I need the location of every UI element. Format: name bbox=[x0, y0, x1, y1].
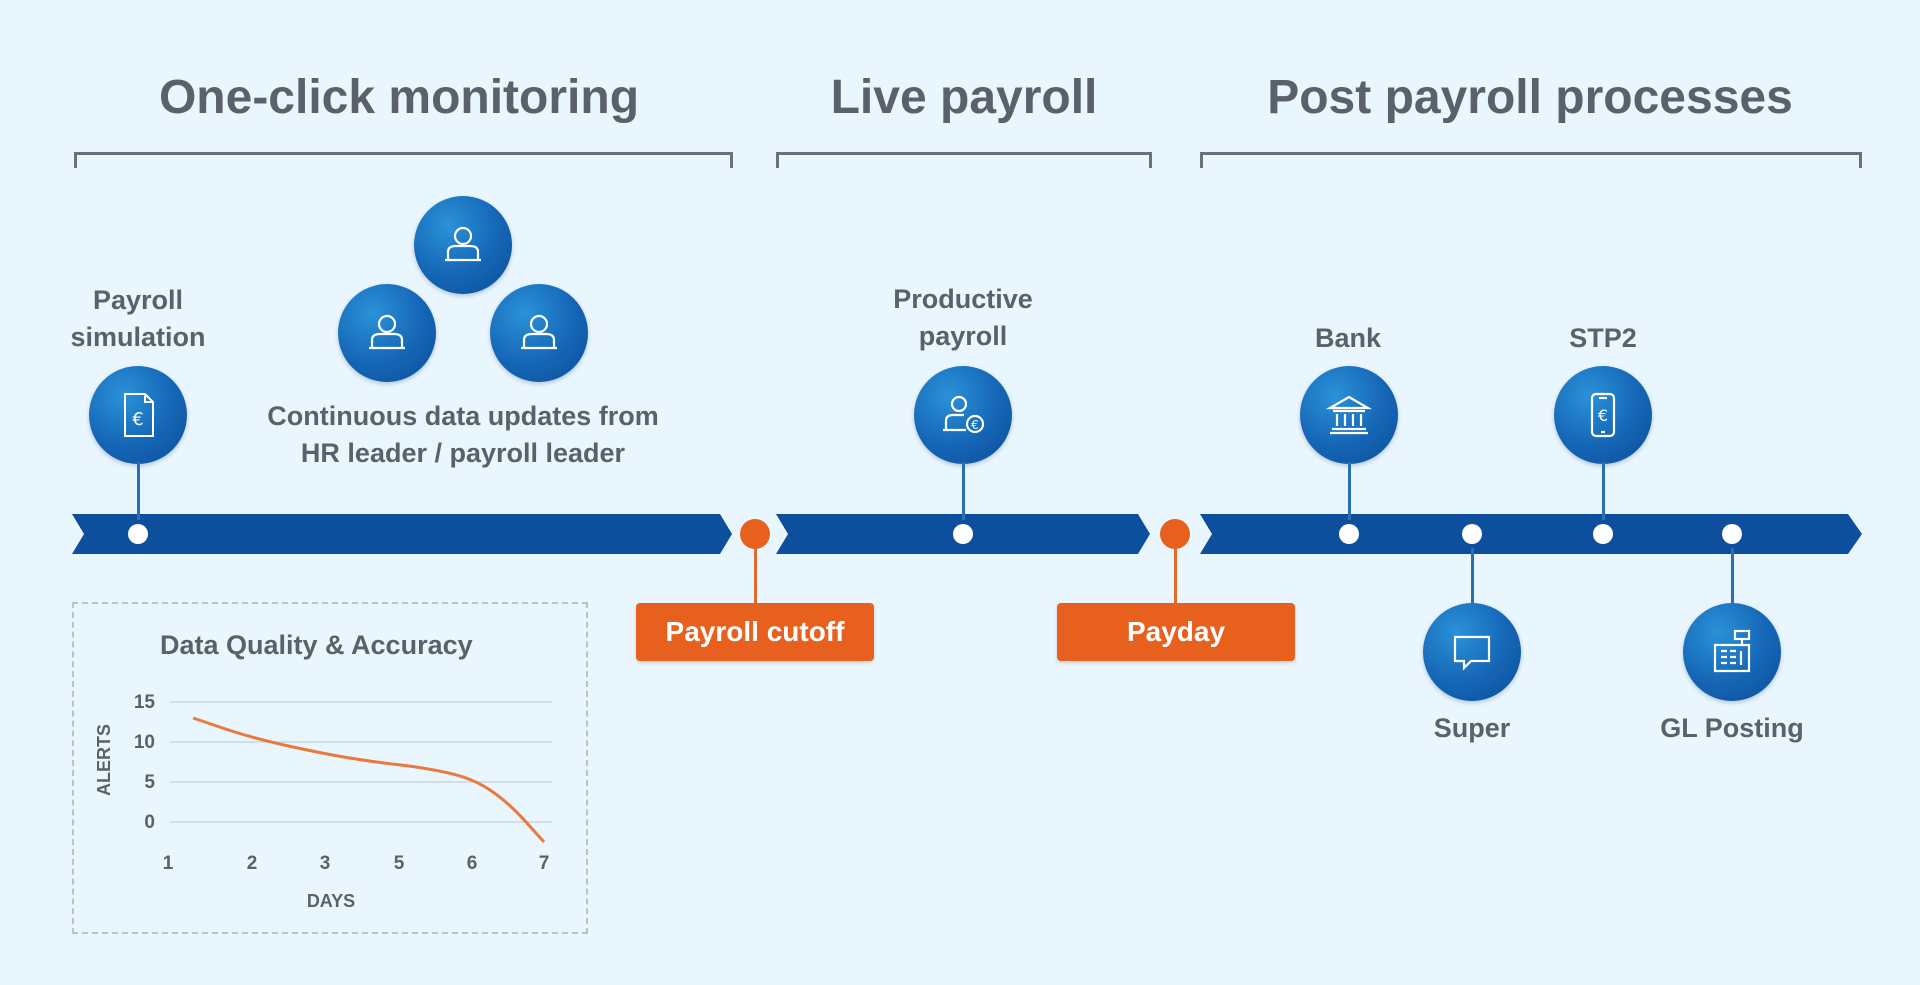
section-title-monitoring: One-click monitoring bbox=[158, 71, 640, 124]
timeline-dot-stp2 bbox=[1593, 524, 1613, 544]
y-tick-label: 0 bbox=[144, 812, 155, 833]
x-tick-label: 1 bbox=[163, 853, 174, 874]
data-quality-chart: 15 10 5 0 1 2 3 5 6 7 ALERTS DAYS bbox=[94, 692, 552, 911]
svg-text:€: € bbox=[971, 418, 979, 432]
y-tick-label: 10 bbox=[134, 732, 155, 753]
x-axis-label: DAYS bbox=[307, 891, 355, 911]
y-axis-label: ALERTS bbox=[94, 724, 114, 796]
y-tick-label: 5 bbox=[144, 772, 155, 793]
stem-gl-posting bbox=[1731, 548, 1734, 604]
timeline-dot-payroll-simulation bbox=[128, 524, 148, 544]
phone-euro-icon: € bbox=[1590, 392, 1616, 438]
chart-title: Data Quality & Accuracy bbox=[160, 630, 473, 660]
person-circle-right bbox=[490, 284, 588, 382]
stem-productive-payroll bbox=[962, 462, 965, 520]
euro-document-icon: € bbox=[124, 393, 154, 437]
milestone-dot-cutoff bbox=[740, 519, 770, 549]
stem-stp2 bbox=[1602, 462, 1605, 520]
stem-bank bbox=[1348, 462, 1351, 520]
data-quality-chart-box bbox=[72, 602, 588, 934]
x-tick-label: 5 bbox=[394, 853, 405, 874]
label-super: Super bbox=[1433, 713, 1511, 743]
bracket-live-payroll bbox=[776, 152, 1152, 168]
svg-text:€: € bbox=[132, 409, 143, 430]
person-icon bbox=[445, 226, 481, 262]
label-stp2: STP2 bbox=[1569, 323, 1637, 353]
timeline-dot-bank bbox=[1339, 524, 1359, 544]
milestone-cutoff: Payroll cutoff bbox=[636, 603, 874, 661]
stp2-circle: € bbox=[1554, 366, 1652, 464]
timeline-dot-productive-payroll bbox=[953, 524, 973, 544]
milestone-payday: Payday bbox=[1057, 603, 1295, 661]
label-bank: Bank bbox=[1314, 323, 1382, 353]
timeline-segment-3 bbox=[1200, 514, 1862, 554]
timeline-segment-1 bbox=[72, 514, 732, 554]
bracket-monitoring bbox=[74, 152, 733, 168]
alerts-series-line bbox=[192, 716, 546, 844]
section-title-live-payroll: Live payroll bbox=[830, 71, 1098, 124]
person-euro-icon: € bbox=[943, 395, 985, 434]
person-circle-left bbox=[338, 284, 436, 382]
label-continuous-updates: Continuous data updates from HR leader /… bbox=[267, 401, 659, 468]
stem-super bbox=[1471, 548, 1474, 604]
bank-icon bbox=[1325, 395, 1373, 435]
stem-cutoff bbox=[754, 548, 757, 604]
chat-bubble-icon bbox=[1453, 635, 1491, 671]
x-tick-label: 3 bbox=[320, 853, 331, 874]
milestone-dot-payday bbox=[1160, 519, 1190, 549]
y-tick-label: 15 bbox=[134, 692, 156, 713]
timeline-dot-gl-posting bbox=[1722, 524, 1742, 544]
person-icon bbox=[369, 314, 405, 350]
x-tick-label: 2 bbox=[247, 853, 258, 874]
x-tick-label: 6 bbox=[467, 853, 478, 874]
super-circle bbox=[1423, 603, 1521, 701]
person-circle-top bbox=[414, 196, 512, 294]
cash-register-icon bbox=[1713, 629, 1751, 673]
stem-payroll-simulation bbox=[137, 462, 140, 520]
stem-payday bbox=[1174, 548, 1177, 604]
label-payroll-simulation: Payroll simulation bbox=[70, 285, 206, 352]
label-productive-payroll: Productive payroll bbox=[893, 284, 1033, 351]
section-title-post-payroll: Post payroll processes bbox=[1267, 71, 1793, 124]
gl-posting-circle bbox=[1683, 603, 1781, 701]
person-icon bbox=[521, 314, 557, 350]
x-tick-label: 7 bbox=[539, 853, 550, 874]
label-gl-posting: GL Posting bbox=[1660, 713, 1804, 743]
svg-text:€: € bbox=[1598, 406, 1608, 425]
timeline-dot-super bbox=[1462, 524, 1482, 544]
productive-payroll-circle: € bbox=[914, 366, 1012, 464]
bank-circle bbox=[1300, 366, 1398, 464]
bracket-post-payroll bbox=[1200, 152, 1862, 168]
payroll-simulation-circle: € bbox=[89, 366, 187, 464]
timeline bbox=[72, 514, 1862, 554]
